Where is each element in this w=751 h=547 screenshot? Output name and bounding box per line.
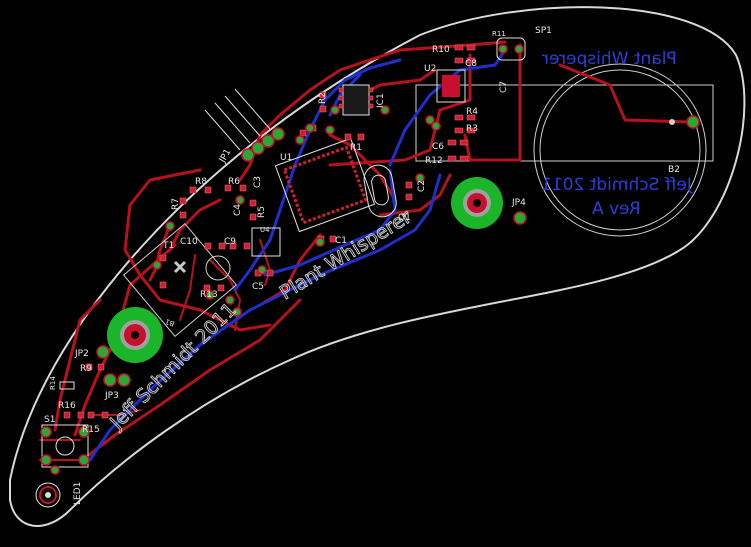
ref-c3: C3 <box>253 176 263 188</box>
ref-t1: T1 <box>162 241 174 251</box>
switch-s1 <box>40 424 90 468</box>
ref-jp3: JP3 <box>104 391 119 401</box>
ref-jp4: JP4 <box>511 198 526 208</box>
ref-r10: R10 <box>432 45 450 55</box>
ic-u1-footprint <box>274 137 376 233</box>
ref-jp2: JP2 <box>74 349 89 359</box>
ref-r1: R1 <box>350 143 362 153</box>
ref-r4: R4 <box>466 107 478 117</box>
ref-c5: C5 <box>252 282 264 292</box>
header-jp1 <box>204 88 285 162</box>
ref-r16: R16 <box>58 401 76 411</box>
crystal-q1 <box>363 164 397 218</box>
board-outline <box>9 6 746 527</box>
ref-r8: R8 <box>195 177 207 187</box>
silk-title: Plant Whisperer <box>276 206 416 305</box>
ref-r11: R11 <box>492 30 506 38</box>
ref-led1: LED1 <box>73 482 83 505</box>
ref-q1: Q1 <box>398 213 411 223</box>
led1-footprint <box>35 482 61 508</box>
refdes-labels: SP1 B2 R10 R11 C8 U2 C7 R4 R3 C6 R12 R2 … <box>44 26 680 505</box>
ic-ic1-footprint <box>338 84 374 116</box>
ref-r3: R3 <box>466 124 478 134</box>
title-top-right: Plant Whisperer <box>542 49 677 69</box>
buzzer-sp1 <box>496 37 526 61</box>
ref-r12: R12 <box>425 156 443 166</box>
ref-u4: U4 <box>260 226 270 234</box>
ref-b2: B2 <box>668 165 680 175</box>
ref-r9: R9 <box>80 364 92 374</box>
ref-r7: R7 <box>171 198 181 210</box>
ref-jp1: JP1 <box>217 148 233 166</box>
ref-r2: R2 <box>318 92 328 104</box>
battery-holder-b2 <box>415 63 714 237</box>
ref-c2: C2 <box>417 180 427 192</box>
ref-s1: S1 <box>44 415 55 425</box>
vias <box>50 105 527 475</box>
ic-u2-footprint <box>436 69 466 103</box>
ref-c7: C7 <box>499 81 509 93</box>
ref-sp1: SP1 <box>535 26 552 36</box>
ref-ic1: IC1 <box>376 93 386 108</box>
ref-c9: C9 <box>224 237 236 247</box>
revision-label: Rev A <box>592 199 641 219</box>
ref-r13: R13 <box>200 290 218 300</box>
ref-c1: C1 <box>335 236 347 246</box>
ref-c4: C4 <box>233 204 243 216</box>
sensor-pad-right <box>451 177 503 229</box>
ic-u4-footprint <box>251 227 281 257</box>
transformer-t1 <box>122 222 238 338</box>
credit-top-right: Jeff Schmidt 2011 <box>541 175 693 195</box>
ref-r5: R5 <box>257 206 267 218</box>
ref-c10: C10 <box>180 237 198 247</box>
ref-b1: B1 <box>164 317 175 328</box>
smd-pads <box>59 44 476 419</box>
ref-c6: C6 <box>432 142 444 152</box>
ref-r15: R15 <box>82 425 100 435</box>
ref-c8: C8 <box>465 59 477 69</box>
ref-r6: R6 <box>228 177 240 187</box>
sensor-pad-left <box>107 307 163 363</box>
ref-u2: U2 <box>424 64 436 74</box>
ref-u1: U1 <box>280 153 292 163</box>
ref-r14: R14 <box>49 376 57 390</box>
battery-terminals <box>669 115 700 129</box>
